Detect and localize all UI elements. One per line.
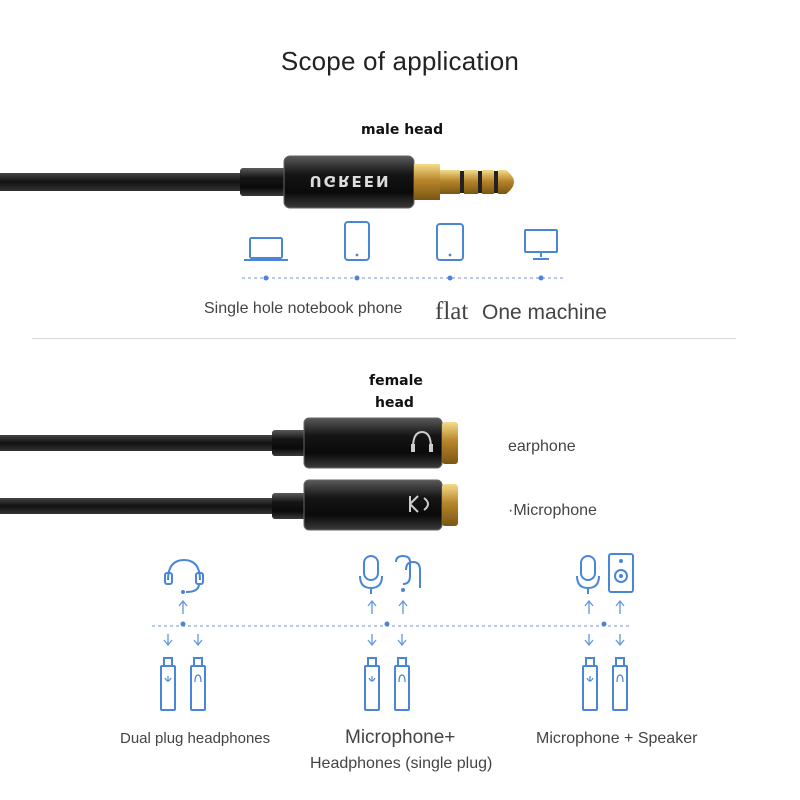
caption-flat: flat: [435, 298, 469, 325]
microphone-symbol-icon: [409, 495, 429, 513]
headphone-plug-icon: [190, 657, 206, 711]
headphone-symbol-icon: [411, 430, 433, 452]
male-strain-relief: [240, 168, 288, 196]
headphone-plug-icon: [394, 657, 410, 711]
caption-microphone-plus: Microphone+: [345, 727, 456, 748]
microphone-icon: [359, 555, 383, 594]
male-head-label: male head: [361, 122, 444, 138]
female-head-label-line1: female: [369, 373, 423, 389]
caption-dual-plug: Dual plug headphones: [120, 730, 271, 747]
earphone-cable: [0, 435, 280, 451]
female-head-label-line2: head: [375, 395, 414, 411]
caption-headphones-single-plug: Headphones (single plug): [310, 755, 493, 772]
male-gold-collar: [414, 164, 440, 200]
laptop-icon: [244, 237, 288, 261]
caption-mic-speaker: Microphone + Speaker: [536, 730, 698, 747]
page-title: Scope of application: [280, 46, 520, 76]
section-divider: [32, 338, 736, 339]
caption-notebook-phone: Single hole notebook phone: [204, 300, 403, 317]
microphone-jack-socket: [442, 484, 458, 526]
headphone-plug-icon: [612, 657, 628, 711]
earphone-jack-socket: [442, 422, 458, 464]
earbuds-icon: [395, 554, 421, 592]
microphone-cable: [0, 498, 280, 514]
earphone-label: earphone: [508, 438, 576, 455]
mic-plug-icon: [160, 657, 176, 711]
tablet-icon: [436, 223, 464, 261]
male-plug-tip: [498, 170, 514, 194]
microphone-icon: [576, 555, 600, 594]
phone-icon: [344, 221, 370, 261]
microphone-label: ·Microphone: [508, 502, 597, 519]
mic-plug-icon: [582, 657, 598, 711]
mic-plug-icon: [364, 657, 380, 711]
speaker-icon: [608, 553, 634, 593]
monitor-icon: [524, 229, 558, 260]
caption-one-machine: One machine: [482, 301, 607, 324]
male-cable: [0, 173, 248, 191]
headset-icon: [164, 558, 204, 594]
